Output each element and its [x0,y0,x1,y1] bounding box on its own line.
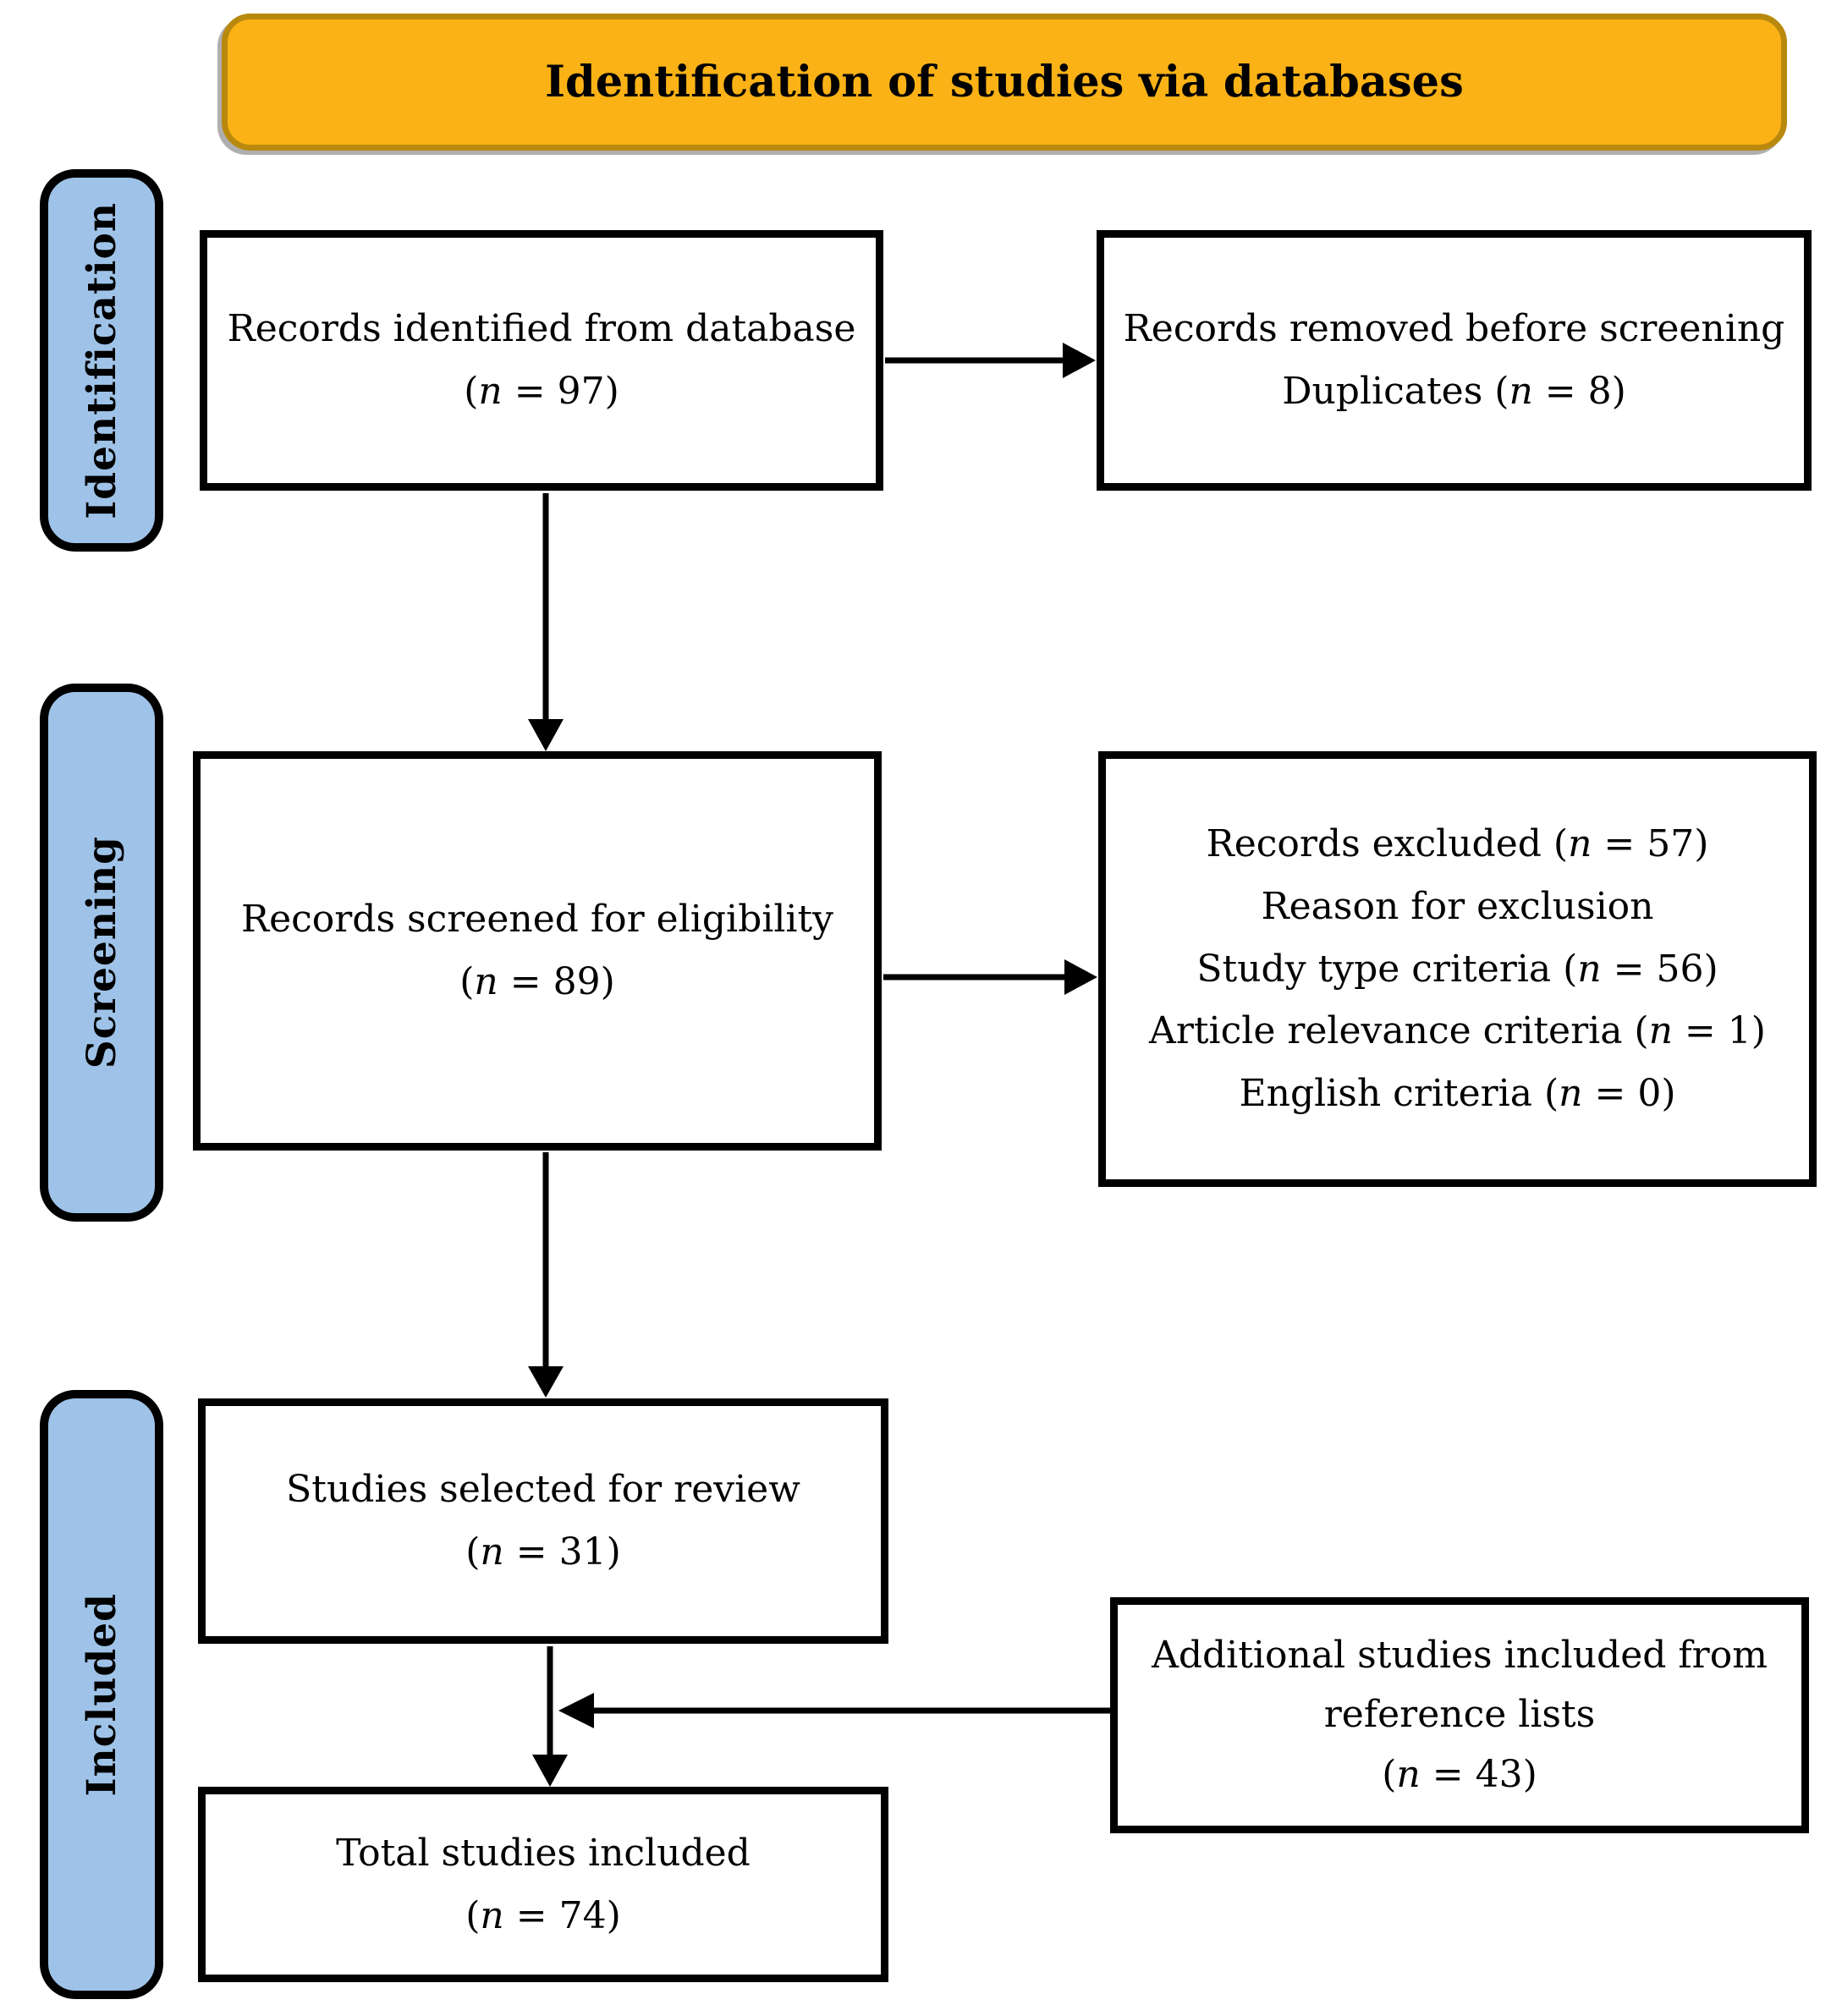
box-count-line: (n = 31) [465,1530,621,1574]
box-count-line: (n = 97) [464,370,619,413]
box-records-excluded: Records excluded (n = 57) Reason for exc… [1098,751,1817,1187]
stage-label-text: Screening [78,836,125,1069]
box-total-included: Total studies included (n = 74) [198,1787,888,1982]
arrow-identified-to-screened [528,493,564,751]
diagram-title-banner: Identification of studies via databases [222,14,1787,151]
box-text-line: Records excluded (n = 57) [1206,821,1709,865]
box-additional-studies: Additional studies included from referen… [1110,1597,1809,1833]
box-count-line: (n = 43) [1382,1752,1537,1796]
box-text-line: Records identified from database [227,307,856,351]
box-text-line: Additional studies included from [1152,1633,1768,1677]
arrow-selected-to-total [532,1646,568,1787]
box-text-line: Records screened for eligibility [240,898,834,942]
box-studies-selected: Studies selected for review (n = 31) [198,1398,888,1644]
stage-label-screening: Screening [40,684,163,1222]
box-records-identified: Records identified from database (n = 97… [200,230,883,491]
box-records-removed: Records removed before screening Duplica… [1097,230,1812,491]
box-count-line: (n = 74) [465,1893,621,1937]
box-text-line: Article relevance criteria (n = 1) [1149,1009,1766,1053]
arrow-additional-to-total [558,1693,1110,1728]
box-records-screened: Records screened for eligibility (n = 89… [193,751,882,1151]
arrow-identified-to-removed [885,343,1096,378]
box-text-line: Records removed before screening [1123,307,1785,351]
box-text-line: English criteria (n = 0) [1239,1072,1676,1116]
box-text-line: Studies selected for review [286,1468,800,1512]
arrow-screened-to-selected [528,1152,564,1398]
box-count-line: Duplicates (n = 8) [1282,370,1626,413]
box-text-line: Study type criteria (n = 56) [1196,947,1718,991]
stage-label-text: Identification [78,201,125,519]
box-text-line: Total studies included [336,1831,751,1875]
box-text-line: reference lists [1323,1693,1596,1737]
box-count-line: (n = 89) [459,960,615,1003]
stage-label-identification: Identification [40,169,163,552]
stage-label-included: Included [40,1390,163,1999]
box-text-line: Reason for exclusion [1261,884,1654,928]
arrow-screened-to-excluded [883,959,1097,995]
stage-label-text: Included [78,1592,125,1797]
diagram-title: Identification of studies via databases [545,57,1464,107]
